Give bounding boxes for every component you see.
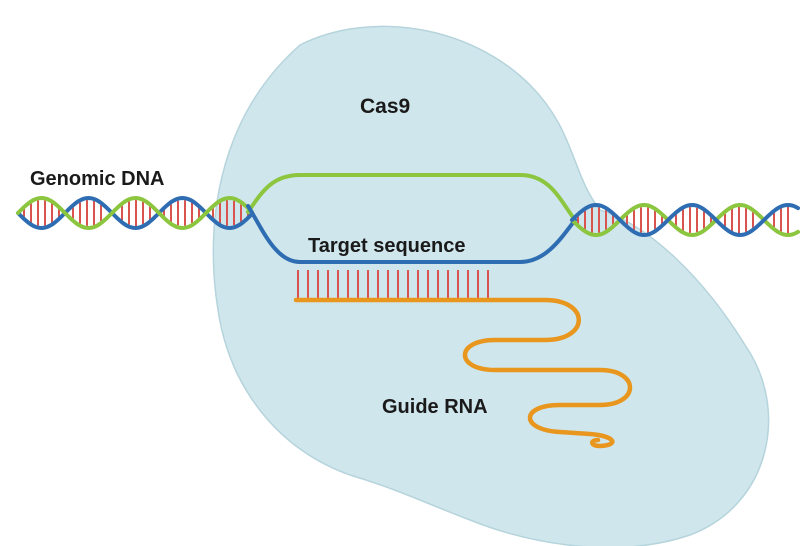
guide-rna-strand	[293, 297, 633, 449]
guide-rna-label: Guide RNA	[382, 396, 488, 418]
guide-rna-base-pairs	[297, 270, 489, 298]
unwound-green-strand	[246, 173, 577, 222]
left-helix-base-pairs	[23, 200, 249, 226]
right-helix-blue-strand	[570, 202, 800, 238]
left-helix-green-strand	[16, 195, 254, 231]
left-helix-blue-strand	[16, 195, 254, 231]
right-helix-green-strand	[570, 202, 800, 238]
cas9-protein-blob	[212, 25, 770, 546]
target-sequence-label: Target sequence	[308, 235, 465, 257]
cas9-label: Cas9	[360, 95, 410, 118]
target-blue-strand	[246, 204, 577, 264]
genomic-dna-label: Genomic DNA	[30, 168, 164, 190]
right-helix-base-pairs	[577, 207, 789, 233]
